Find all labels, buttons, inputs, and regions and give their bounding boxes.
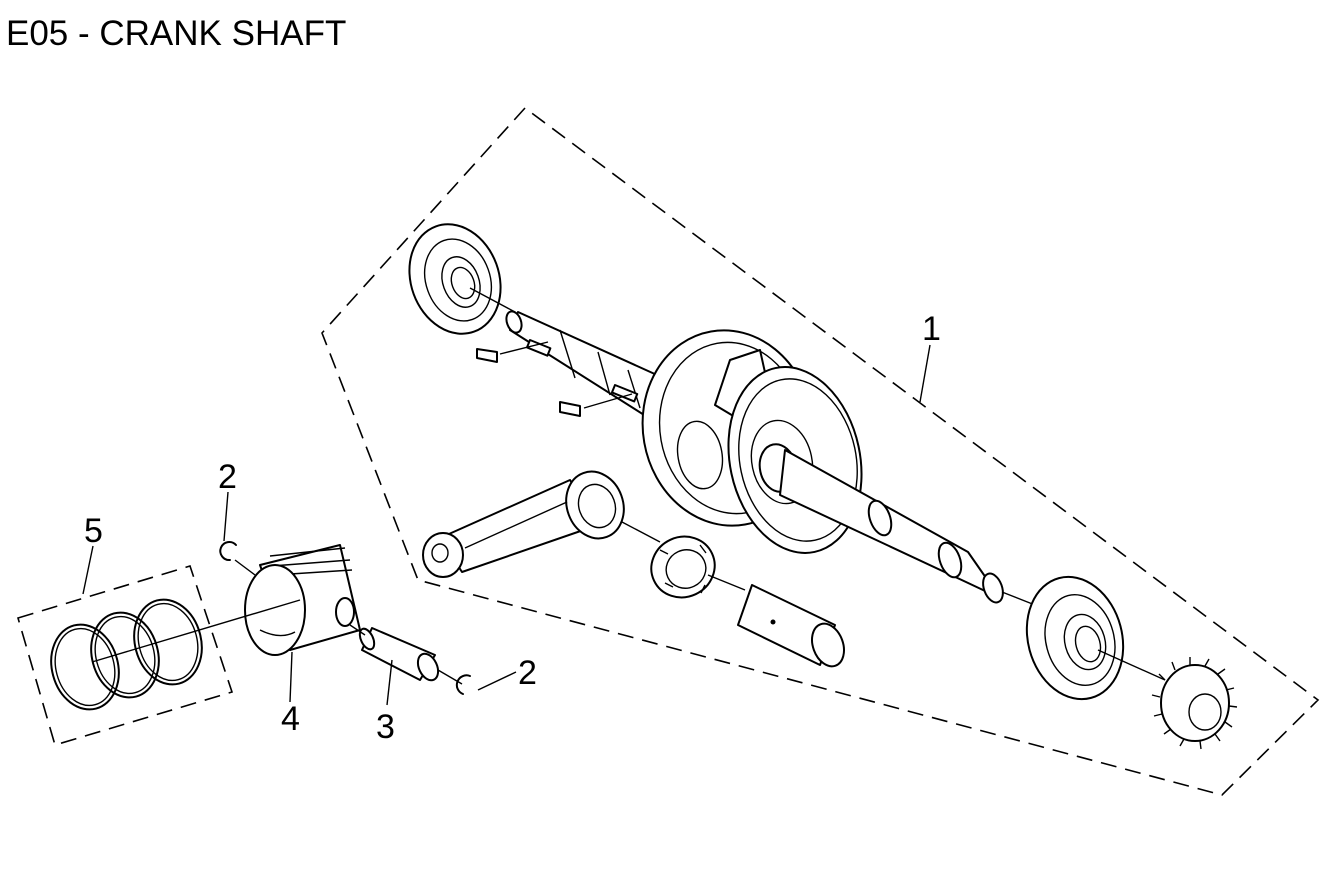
callout-2-lower: 2 bbox=[518, 654, 537, 692]
callout-2-upper: 2 bbox=[218, 458, 237, 496]
piston bbox=[244, 544, 361, 656]
callout-1: 1 bbox=[922, 310, 941, 348]
circlip-upper bbox=[219, 541, 237, 562]
woodruff-key-lower bbox=[559, 393, 633, 417]
piston-ring-1 bbox=[50, 623, 120, 711]
left-bearing bbox=[408, 223, 502, 335]
right-bearing bbox=[1025, 575, 1125, 701]
callout-5: 5 bbox=[84, 512, 103, 550]
piston-ring-3 bbox=[133, 598, 203, 686]
connecting-rod bbox=[422, 470, 625, 578]
circlip-lower bbox=[455, 674, 471, 695]
timing-sprocket bbox=[1151, 657, 1238, 750]
needle-bearing bbox=[650, 535, 716, 599]
right-crank-shaft bbox=[779, 449, 1004, 604]
crankshaft-assembly-outline bbox=[321, 106, 1320, 796]
piston-pin bbox=[358, 627, 440, 682]
page-title: E05 - CRANK SHAFT bbox=[6, 14, 347, 53]
crank-pin bbox=[737, 584, 845, 668]
woodruff-key-upper bbox=[476, 341, 549, 363]
piston-ring-2 bbox=[90, 611, 160, 699]
callout-4: 4 bbox=[281, 700, 300, 738]
left-crank-shaft bbox=[505, 310, 669, 421]
callout-3: 3 bbox=[376, 708, 395, 746]
piston-rings-outline bbox=[17, 565, 234, 746]
